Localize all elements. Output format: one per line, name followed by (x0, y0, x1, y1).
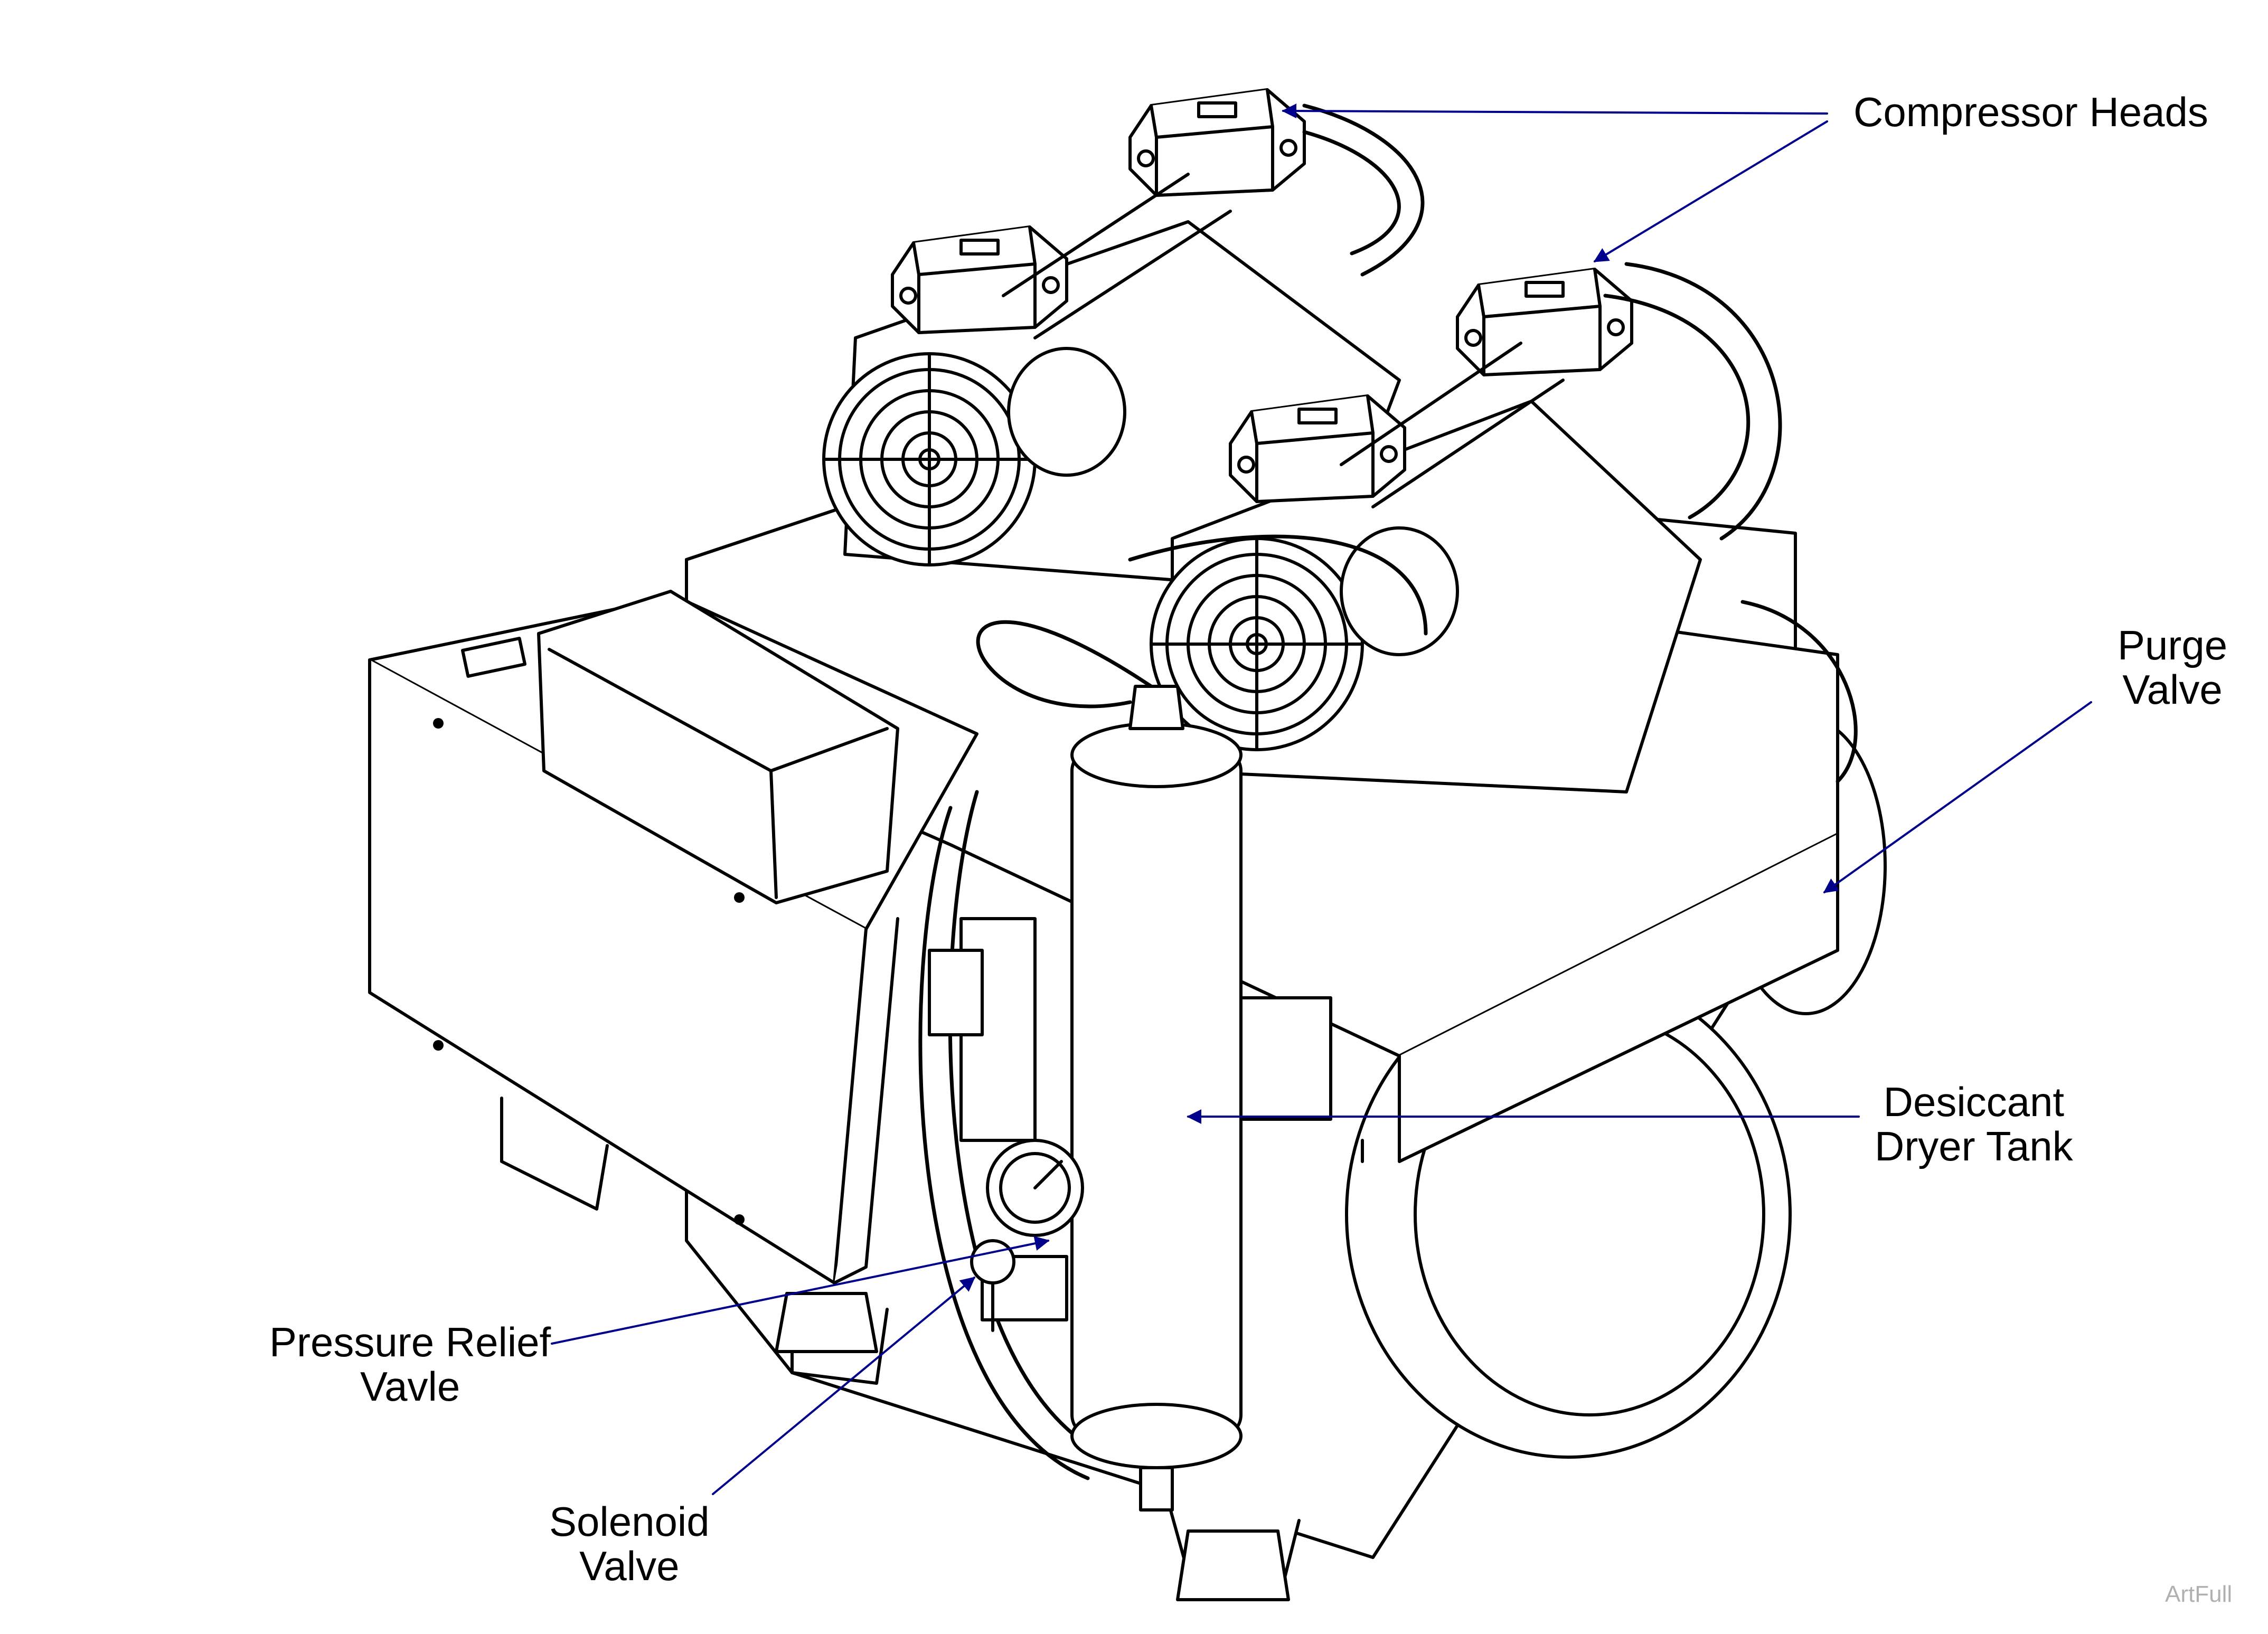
label-purge-valve-line2: Valve (2122, 666, 2223, 713)
hoses (918, 103, 1858, 1480)
feet (775, 1292, 1290, 1601)
label-pressure-relief-line2: Vavle (360, 1363, 460, 1410)
label-solenoid-valve: Solenoid Valve (549, 1499, 710, 1588)
tank-bracket (1239, 996, 1364, 1163)
label-compressor-heads: Compressor Heads (1853, 89, 2208, 135)
control-box (368, 590, 978, 1284)
leader-purge-valve (1823, 701, 2092, 893)
label-purge-valve: Purge Valve (2118, 623, 2227, 712)
label-purge-valve-line1: Purge (2118, 622, 2228, 668)
label-solenoid-line2: Valve (579, 1543, 680, 1589)
label-desiccant-dryer-tank: Desiccant Dryer Tank (1875, 1080, 2073, 1168)
leader-compressor-heads-1 (1282, 103, 1828, 119)
label-desiccant-line1: Desiccant (1883, 1079, 2065, 1125)
intake-filters (1007, 347, 1459, 656)
leader-pressure-relief-valve (551, 1236, 1050, 1345)
desiccant-dryer-tank (1070, 685, 1243, 1512)
valve-assembly (928, 917, 1084, 1332)
label-pressure-relief-valve: Pressure Relief Vavle (269, 1320, 551, 1409)
label-solenoid-line1: Solenoid (549, 1498, 710, 1545)
leader-solenoid-valve (712, 1277, 976, 1495)
label-pressure-relief-line1: Pressure Relief (269, 1319, 551, 1365)
leader-lines (551, 103, 2092, 1495)
leader-compressor-heads-2 (1593, 120, 1828, 262)
motor-drum (1345, 970, 1792, 1459)
label-desiccant-line2: Dryer Tank (1875, 1123, 2073, 1169)
artwork-credit: ArtFull (2165, 1581, 2233, 1607)
